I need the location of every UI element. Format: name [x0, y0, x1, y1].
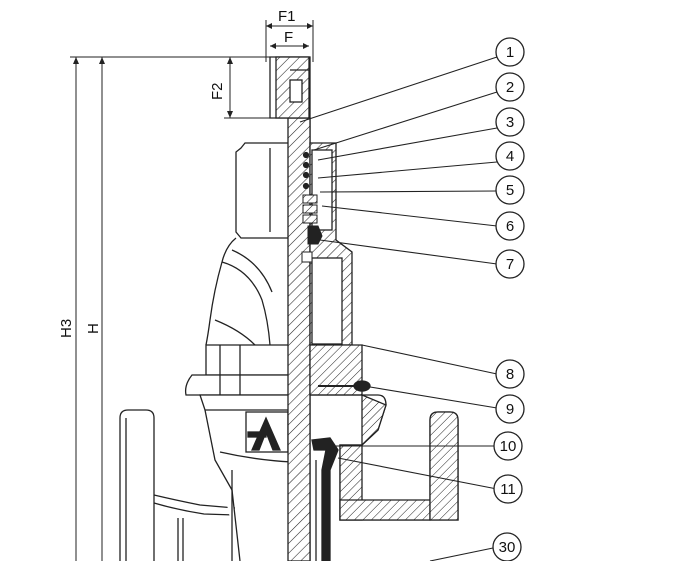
svg-text:8: 8	[506, 366, 514, 383]
valve-stem	[269, 56, 311, 562]
balloon-5: 5	[495, 175, 525, 205]
dim-label-f2: F2	[209, 82, 226, 100]
svg-text:11: 11	[500, 481, 516, 498]
balloon-2: 2	[495, 72, 525, 102]
svg-text:3: 3	[506, 114, 514, 131]
dim-label-f: F	[284, 29, 293, 46]
leader-lines	[299, 56, 498, 562]
svg-text:4: 4	[506, 148, 514, 165]
dim-label-f1: F1	[278, 8, 296, 25]
balloon-8: 8	[495, 359, 525, 389]
balloon-1: 1	[495, 37, 525, 67]
balloon-3: 3	[495, 107, 525, 137]
svg-text:1: 1	[506, 44, 514, 61]
valve-bonnet-section	[309, 142, 363, 396]
svg-text:7: 7	[506, 256, 514, 273]
dim-label-h3: H3	[58, 319, 75, 338]
dimension-arrows	[73, 23, 313, 118]
balloon-30: 30	[492, 532, 522, 562]
svg-text:5: 5	[506, 182, 514, 199]
svg-text:30: 30	[499, 539, 516, 556]
manufacturer-logo	[245, 411, 289, 453]
valve-body-section-right	[310, 380, 459, 562]
stem-seals	[301, 151, 323, 263]
svg-text:2: 2	[506, 79, 514, 96]
balloon-7: 7	[495, 249, 525, 279]
balloon-4: 4	[495, 141, 525, 171]
valve-flange-left	[119, 409, 236, 561]
part-balloons: 1 2 3 4 5 6 7 8	[492, 37, 525, 562]
valve-bonnet-exterior	[205, 142, 293, 346]
svg-text:9: 9	[506, 401, 514, 418]
balloon-10: 10	[493, 431, 523, 461]
balloon-11: 11	[493, 474, 523, 504]
valve-cover-ring	[184, 344, 293, 411]
svg-text:6: 6	[506, 218, 514, 235]
dim-label-h: H	[85, 323, 102, 334]
balloon-6: 6	[495, 211, 525, 241]
svg-text:10: 10	[500, 438, 517, 455]
balloon-9: 9	[495, 394, 525, 424]
dimension-lines	[70, 20, 314, 561]
